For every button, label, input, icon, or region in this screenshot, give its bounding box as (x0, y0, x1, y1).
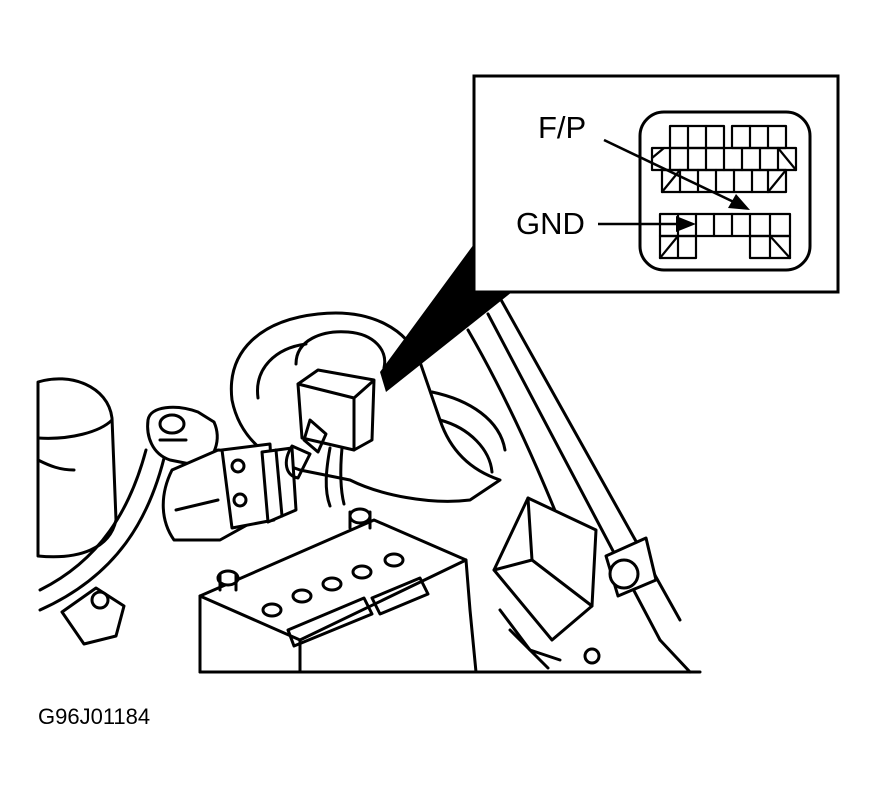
hose-fitting (146, 405, 219, 468)
gnd-callout-label: GND (516, 206, 585, 241)
fp-callout-label: F/P (538, 110, 586, 145)
relay-box (492, 496, 601, 670)
connector (284, 368, 376, 508)
engine-bay-illustration (36, 296, 702, 674)
figure-id: G96J01184 (38, 704, 150, 729)
connector-face (638, 110, 812, 272)
gnd-leader-arrow (598, 216, 696, 232)
battery (198, 507, 478, 674)
air-cleaner-cover (36, 377, 118, 559)
upper-pin-row (650, 124, 798, 194)
mounting-bracket (220, 442, 298, 530)
hose (38, 448, 168, 612)
fp-leader-arrow (603, 138, 750, 210)
connector-inset: F/P GND (472, 74, 840, 294)
lower-left-fitting (60, 586, 126, 646)
lower-pin-row (658, 212, 792, 260)
